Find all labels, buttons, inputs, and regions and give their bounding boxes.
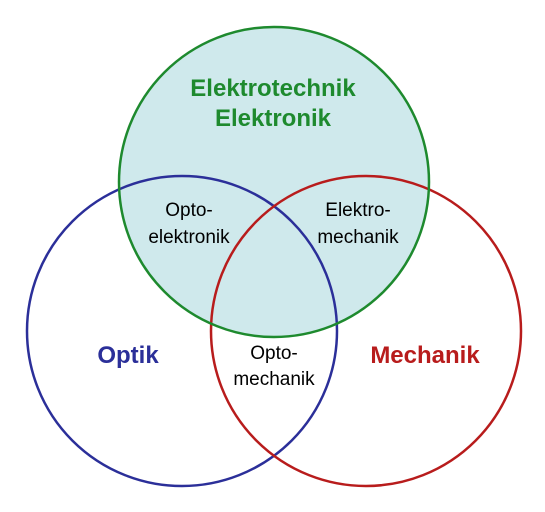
elektronik-label: Elektronik [215,105,332,132]
mechanik-circle [209,174,523,488]
mechanik-label: Mechanik [370,342,480,369]
optomechanik-line2: mechanik [233,369,315,390]
elektromechanik-line2: mechanik [317,227,399,248]
optoelektronik-line1: Opto- [165,200,213,221]
optoelektronik-line2: elektronik [148,227,230,248]
top-circle-fill [119,27,429,337]
elektrotechnik-circle [117,25,431,339]
optomechanik-line1: Opto- [250,343,298,364]
optik-label: Optik [97,342,159,369]
elektromechanik-line1: Elektro- [325,200,390,221]
elektrotechnik-label: Elektrotechnik [190,75,356,102]
optik-circle [25,174,339,488]
